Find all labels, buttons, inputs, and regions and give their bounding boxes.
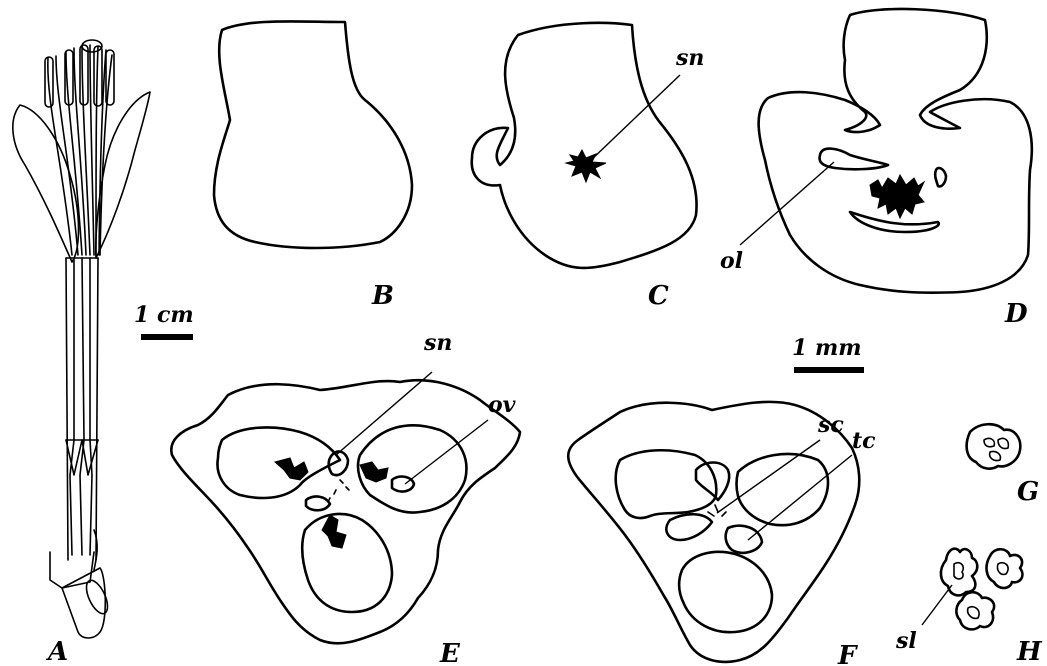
panel-a-flower: A (13, 40, 150, 666)
panel-b-section: B (214, 21, 412, 311)
label-sn-c: sn (675, 45, 704, 71)
panel-d-section: ol D (720, 9, 1032, 329)
label-sn-e: sn (423, 330, 452, 356)
leader-ol (740, 162, 834, 245)
leader-sn-e (336, 372, 432, 455)
panel-letter-g: G (1017, 477, 1039, 507)
panel-h-section: sl H (895, 549, 1043, 666)
leader-ov (405, 420, 488, 484)
label-tc: tc (852, 428, 876, 454)
panel-e-section: sn ov E (171, 330, 520, 666)
leader-sl (922, 585, 952, 625)
scale-bar-mm: 1 mm (792, 335, 864, 370)
label-ov: ov (488, 392, 516, 418)
scale-bar-cm: 1 cm (134, 302, 194, 337)
panel-letter-e: E (439, 639, 461, 666)
panel-c-section: sn C (472, 23, 705, 311)
panel-letter-b: B (371, 281, 394, 311)
panel-letter-d: D (1004, 299, 1028, 329)
panel-letter-h: H (1016, 637, 1043, 666)
leader-tc (748, 455, 852, 540)
panel-letter-a: A (45, 637, 68, 666)
label-sc: sc (817, 412, 844, 438)
panel-f-section: sc tc F (568, 402, 876, 666)
scale-label-mm: 1 mm (792, 335, 862, 361)
label-sl: sl (895, 628, 917, 654)
leader-sc (717, 440, 820, 513)
panel-letter-f: F (837, 641, 858, 666)
label-ol: ol (720, 248, 743, 274)
panel-letter-c: C (648, 281, 669, 311)
leader-sn-c (589, 75, 680, 162)
panel-g-section: G (967, 424, 1040, 507)
scale-label-cm: 1 cm (134, 302, 194, 328)
